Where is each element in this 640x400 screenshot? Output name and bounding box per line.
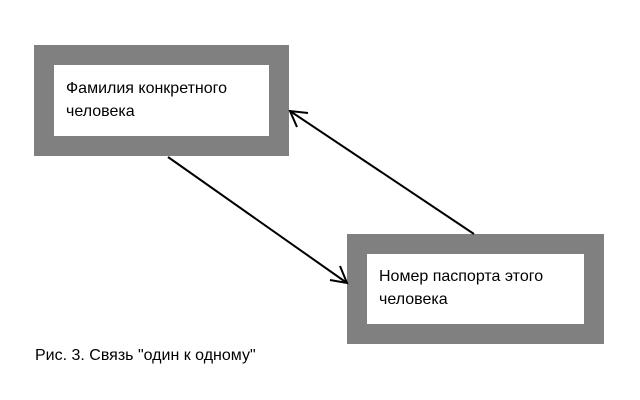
figure-caption: Рис. 3. Связь "один к одному" xyxy=(35,347,256,364)
entity-label-passport: Номер паспорта этого человека xyxy=(379,265,543,311)
entity-box-passport xyxy=(347,234,604,344)
entity-label-surname: Фамилия конкретного человека xyxy=(66,77,227,123)
arrow-passport-to-surname xyxy=(288,109,475,235)
entity-label-passport-line2: человека xyxy=(379,291,448,308)
arrow-surname-to-passport xyxy=(167,156,349,285)
arrowhead-at-surname xyxy=(288,109,309,128)
arrowhead-at-passport xyxy=(329,265,349,285)
entity-label-surname-line2: человека xyxy=(66,103,135,120)
entity-label-passport-line1: Номер паспорта этого xyxy=(379,268,544,285)
arrow-line-surname-to-passport xyxy=(167,156,348,284)
entity-label-surname-line1: Фамилия конкретного xyxy=(66,80,228,97)
entity-box-surname xyxy=(34,45,289,156)
arrow-line-passport-to-surname xyxy=(289,110,475,235)
